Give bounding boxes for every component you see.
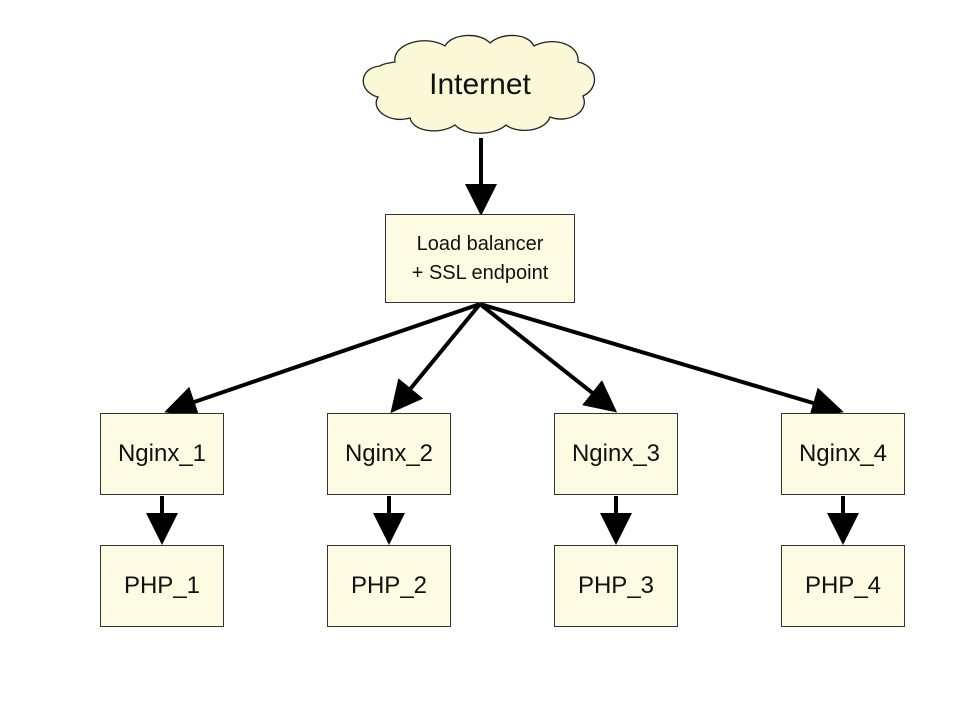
php-1-node: PHP_1 bbox=[100, 545, 224, 627]
php-4-node: PHP_4 bbox=[781, 545, 905, 627]
edge-lb-to-nginx-1 bbox=[164, 302, 481, 418]
ssl-endpoint-label: + SSL endpoint bbox=[411, 261, 549, 284]
nginx-3-node: Nginx_3 bbox=[554, 413, 678, 495]
nginx-1-node: Nginx_1 bbox=[100, 413, 224, 495]
nginx-4-node: Nginx_4 bbox=[781, 413, 905, 495]
edge-lb-to-nginx-4 bbox=[479, 302, 844, 419]
load-balancer-node: Load balancer + SSL endpoint bbox=[385, 214, 575, 303]
php-2-node: PHP_2 bbox=[327, 545, 451, 627]
internet-cloud-shape bbox=[362, 34, 596, 134]
nginx-2-node: Nginx_2 bbox=[327, 413, 451, 495]
load-balancer-label: Load balancer bbox=[416, 232, 544, 255]
php-3-node: PHP_3 bbox=[554, 545, 678, 627]
edge-lb-to-nginx-2 bbox=[390, 302, 482, 414]
internet-label: Internet bbox=[429, 68, 531, 101]
edge-lb-to-nginx-3 bbox=[478, 302, 618, 413]
